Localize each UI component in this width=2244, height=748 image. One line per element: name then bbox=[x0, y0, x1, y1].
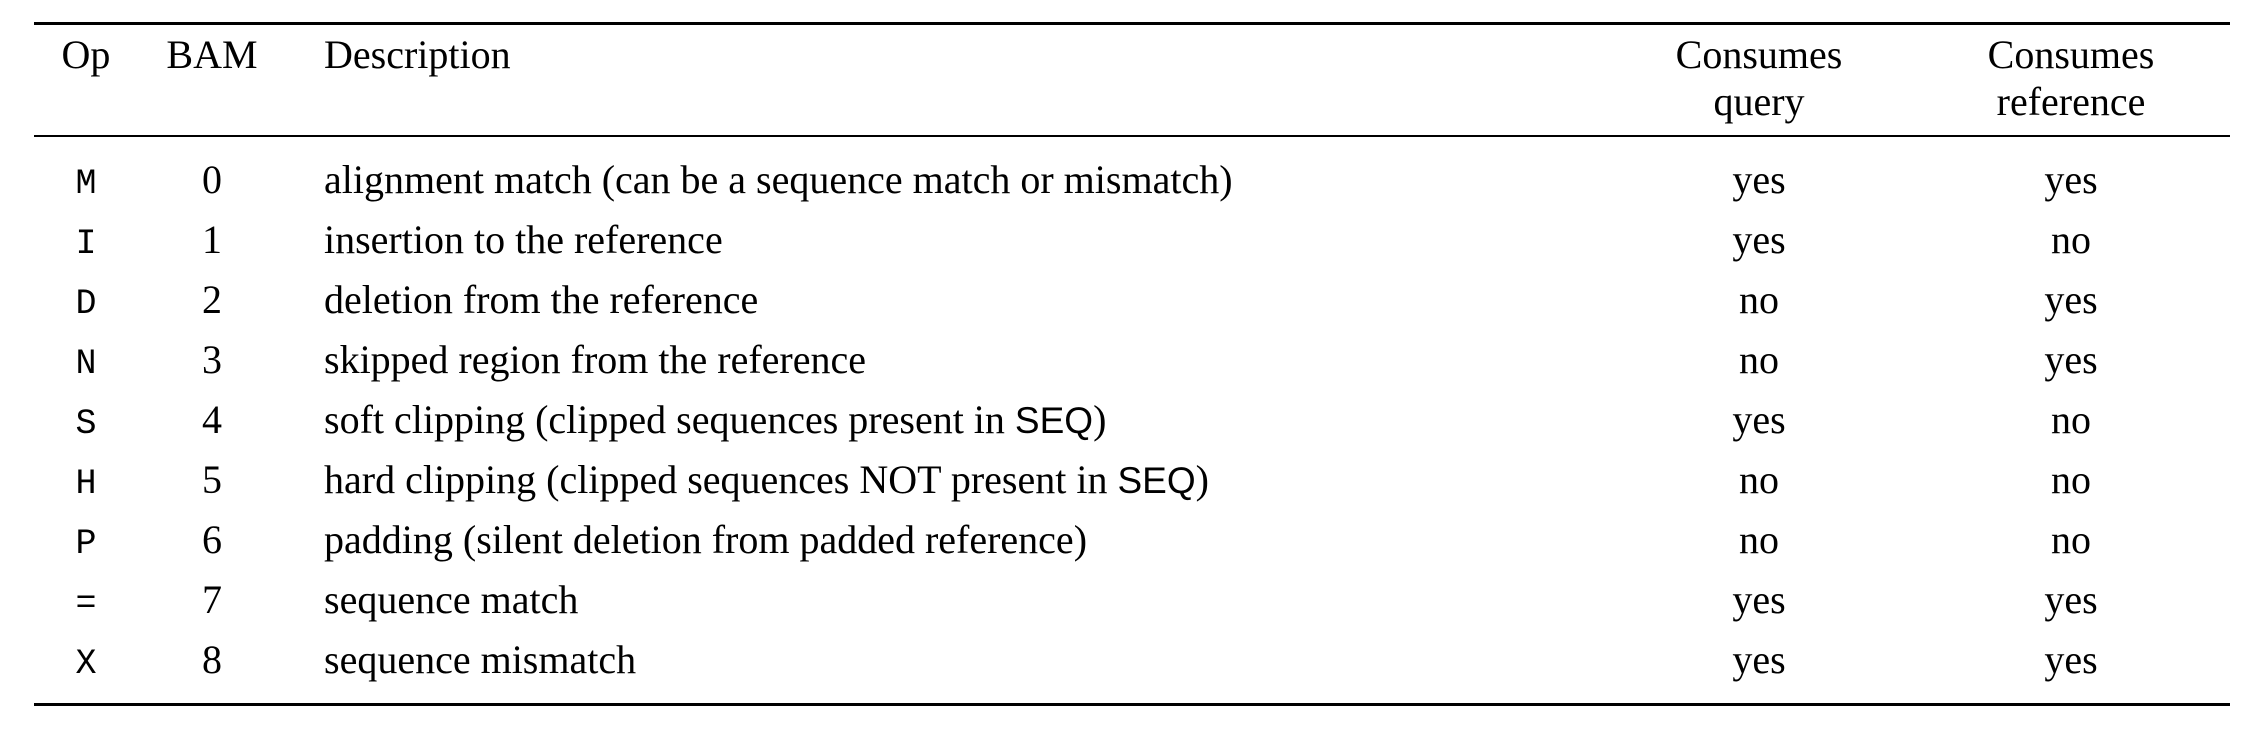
cell-consumes-reference: no bbox=[2051, 397, 2091, 443]
cell-description: soft clipping (clipped sequences present… bbox=[286, 391, 1606, 451]
cell-bam: 0 bbox=[202, 157, 222, 203]
consumes-reference-line-2: reference bbox=[1996, 79, 2146, 125]
cell-op: = bbox=[75, 584, 97, 625]
cigar-operations-table-container: Op BAM Description Consumes query Consum… bbox=[0, 22, 2244, 748]
cell-consumes-query: no bbox=[1739, 457, 1779, 503]
cell-consumes-reference: no bbox=[2051, 217, 2091, 263]
table-row: N 3 skipped region from the reference no yes bbox=[34, 331, 2230, 391]
cell-description: insertion to the reference bbox=[324, 217, 723, 263]
table-rule-bottom bbox=[34, 703, 2230, 708]
cell-bam: 4 bbox=[202, 397, 222, 443]
footer-rule-spacer bbox=[34, 691, 2230, 705]
cell-description: skipped region from the reference bbox=[324, 337, 866, 383]
column-header-consumes-reference: Consumes reference bbox=[1912, 25, 2230, 136]
description-text-before: hard clipping (clipped sequences NOT pre… bbox=[324, 457, 1118, 503]
cell-description: alignment match (can be a sequence match… bbox=[324, 157, 1233, 203]
consumes-query-line-2: query bbox=[1713, 79, 1805, 125]
cell-consumes-query: yes bbox=[1732, 217, 1786, 263]
consumes-reference-line-1: Consumes bbox=[1987, 32, 2155, 77]
table-row: D 2 deletion from the reference no yes bbox=[34, 271, 2230, 331]
table-footer bbox=[34, 691, 2230, 708]
table-row: M 0 alignment match (can be a sequence mat… bbox=[34, 151, 2230, 211]
table-row: S 4 soft clipping (clipped sequences prese… bbox=[34, 391, 2230, 451]
table-row: P 6 padding (silent deletion from padded r… bbox=[34, 511, 2230, 571]
cell-description: deletion from the reference bbox=[324, 277, 759, 323]
cell-consumes-query: yes bbox=[1732, 157, 1786, 203]
cell-consumes-reference: yes bbox=[2044, 277, 2098, 323]
cell-consumes-reference: yes bbox=[2044, 157, 2098, 203]
cigar-operations-table: Op BAM Description Consumes query Consum… bbox=[34, 22, 2230, 708]
cell-bam: 6 bbox=[202, 517, 222, 563]
description-text-before: soft clipping (clipped sequences present… bbox=[324, 397, 1015, 443]
cell-bam: 1 bbox=[202, 217, 222, 263]
column-header-op: Op bbox=[61, 32, 111, 77]
table-row: H 5 hard clipping (clipped sequences NOT p… bbox=[34, 451, 2230, 511]
cell-op: N bbox=[75, 344, 97, 385]
cell-consumes-query: no bbox=[1739, 277, 1779, 323]
cell-op: D bbox=[75, 284, 97, 325]
cell-op: P bbox=[75, 524, 97, 565]
description-seq-token: SEQ bbox=[1117, 460, 1196, 502]
table-row: = 7 sequence match yes yes bbox=[34, 571, 2230, 631]
cell-description: padding (silent deletion from padded ref… bbox=[324, 517, 1088, 563]
cell-bam: 3 bbox=[202, 337, 222, 383]
description-seq-token: SEQ bbox=[1014, 400, 1094, 442]
header-row: Op BAM Description Consumes query Consum… bbox=[34, 25, 2230, 136]
column-header-consumes-query: Consumes query bbox=[1606, 25, 1912, 136]
cell-bam: 8 bbox=[202, 637, 222, 683]
cell-bam: 5 bbox=[202, 457, 222, 503]
column-header-bam: BAM bbox=[166, 32, 258, 77]
cell-op: S bbox=[75, 404, 97, 445]
cell-consumes-reference: yes bbox=[2044, 577, 2098, 623]
cell-consumes-query: yes bbox=[1732, 397, 1786, 443]
column-header-description: Description bbox=[324, 32, 511, 77]
cell-consumes-reference: no bbox=[2051, 517, 2091, 563]
cell-bam: 7 bbox=[202, 577, 222, 623]
consumes-query-line-1: Consumes bbox=[1675, 32, 1843, 77]
cell-description: sequence match bbox=[324, 577, 579, 623]
cell-consumes-query: yes bbox=[1732, 637, 1786, 683]
cell-consumes-query: no bbox=[1739, 337, 1779, 383]
table-row: I 1 insertion to the reference yes no bbox=[34, 211, 2230, 271]
cell-description: sequence mismatch bbox=[324, 637, 637, 683]
table-rule-top bbox=[34, 22, 2230, 26]
cell-description: hard clipping (clipped sequences NOT pre… bbox=[286, 451, 1606, 511]
table-body: M 0 alignment match (can be a sequence mat… bbox=[34, 151, 2230, 691]
cell-consumes-reference: no bbox=[2051, 457, 2091, 503]
description-text-after: ) bbox=[1093, 397, 1107, 443]
cell-op: M bbox=[75, 164, 97, 205]
description-text-after: ) bbox=[1195, 457, 1209, 503]
cell-op: X bbox=[75, 644, 97, 685]
table-row: X 8 sequence mismatch yes yes bbox=[34, 631, 2230, 691]
cell-consumes-reference: yes bbox=[2044, 637, 2098, 683]
cell-consumes-query: yes bbox=[1732, 577, 1786, 623]
cell-op: I bbox=[75, 224, 97, 265]
header-rule-spacer bbox=[34, 137, 2230, 151]
cell-bam: 2 bbox=[202, 277, 222, 323]
cell-consumes-query: no bbox=[1739, 517, 1779, 563]
cell-op: H bbox=[75, 464, 97, 505]
table-header: Op BAM Description Consumes query Consum… bbox=[34, 22, 2230, 152]
cell-consumes-reference: yes bbox=[2044, 337, 2098, 383]
